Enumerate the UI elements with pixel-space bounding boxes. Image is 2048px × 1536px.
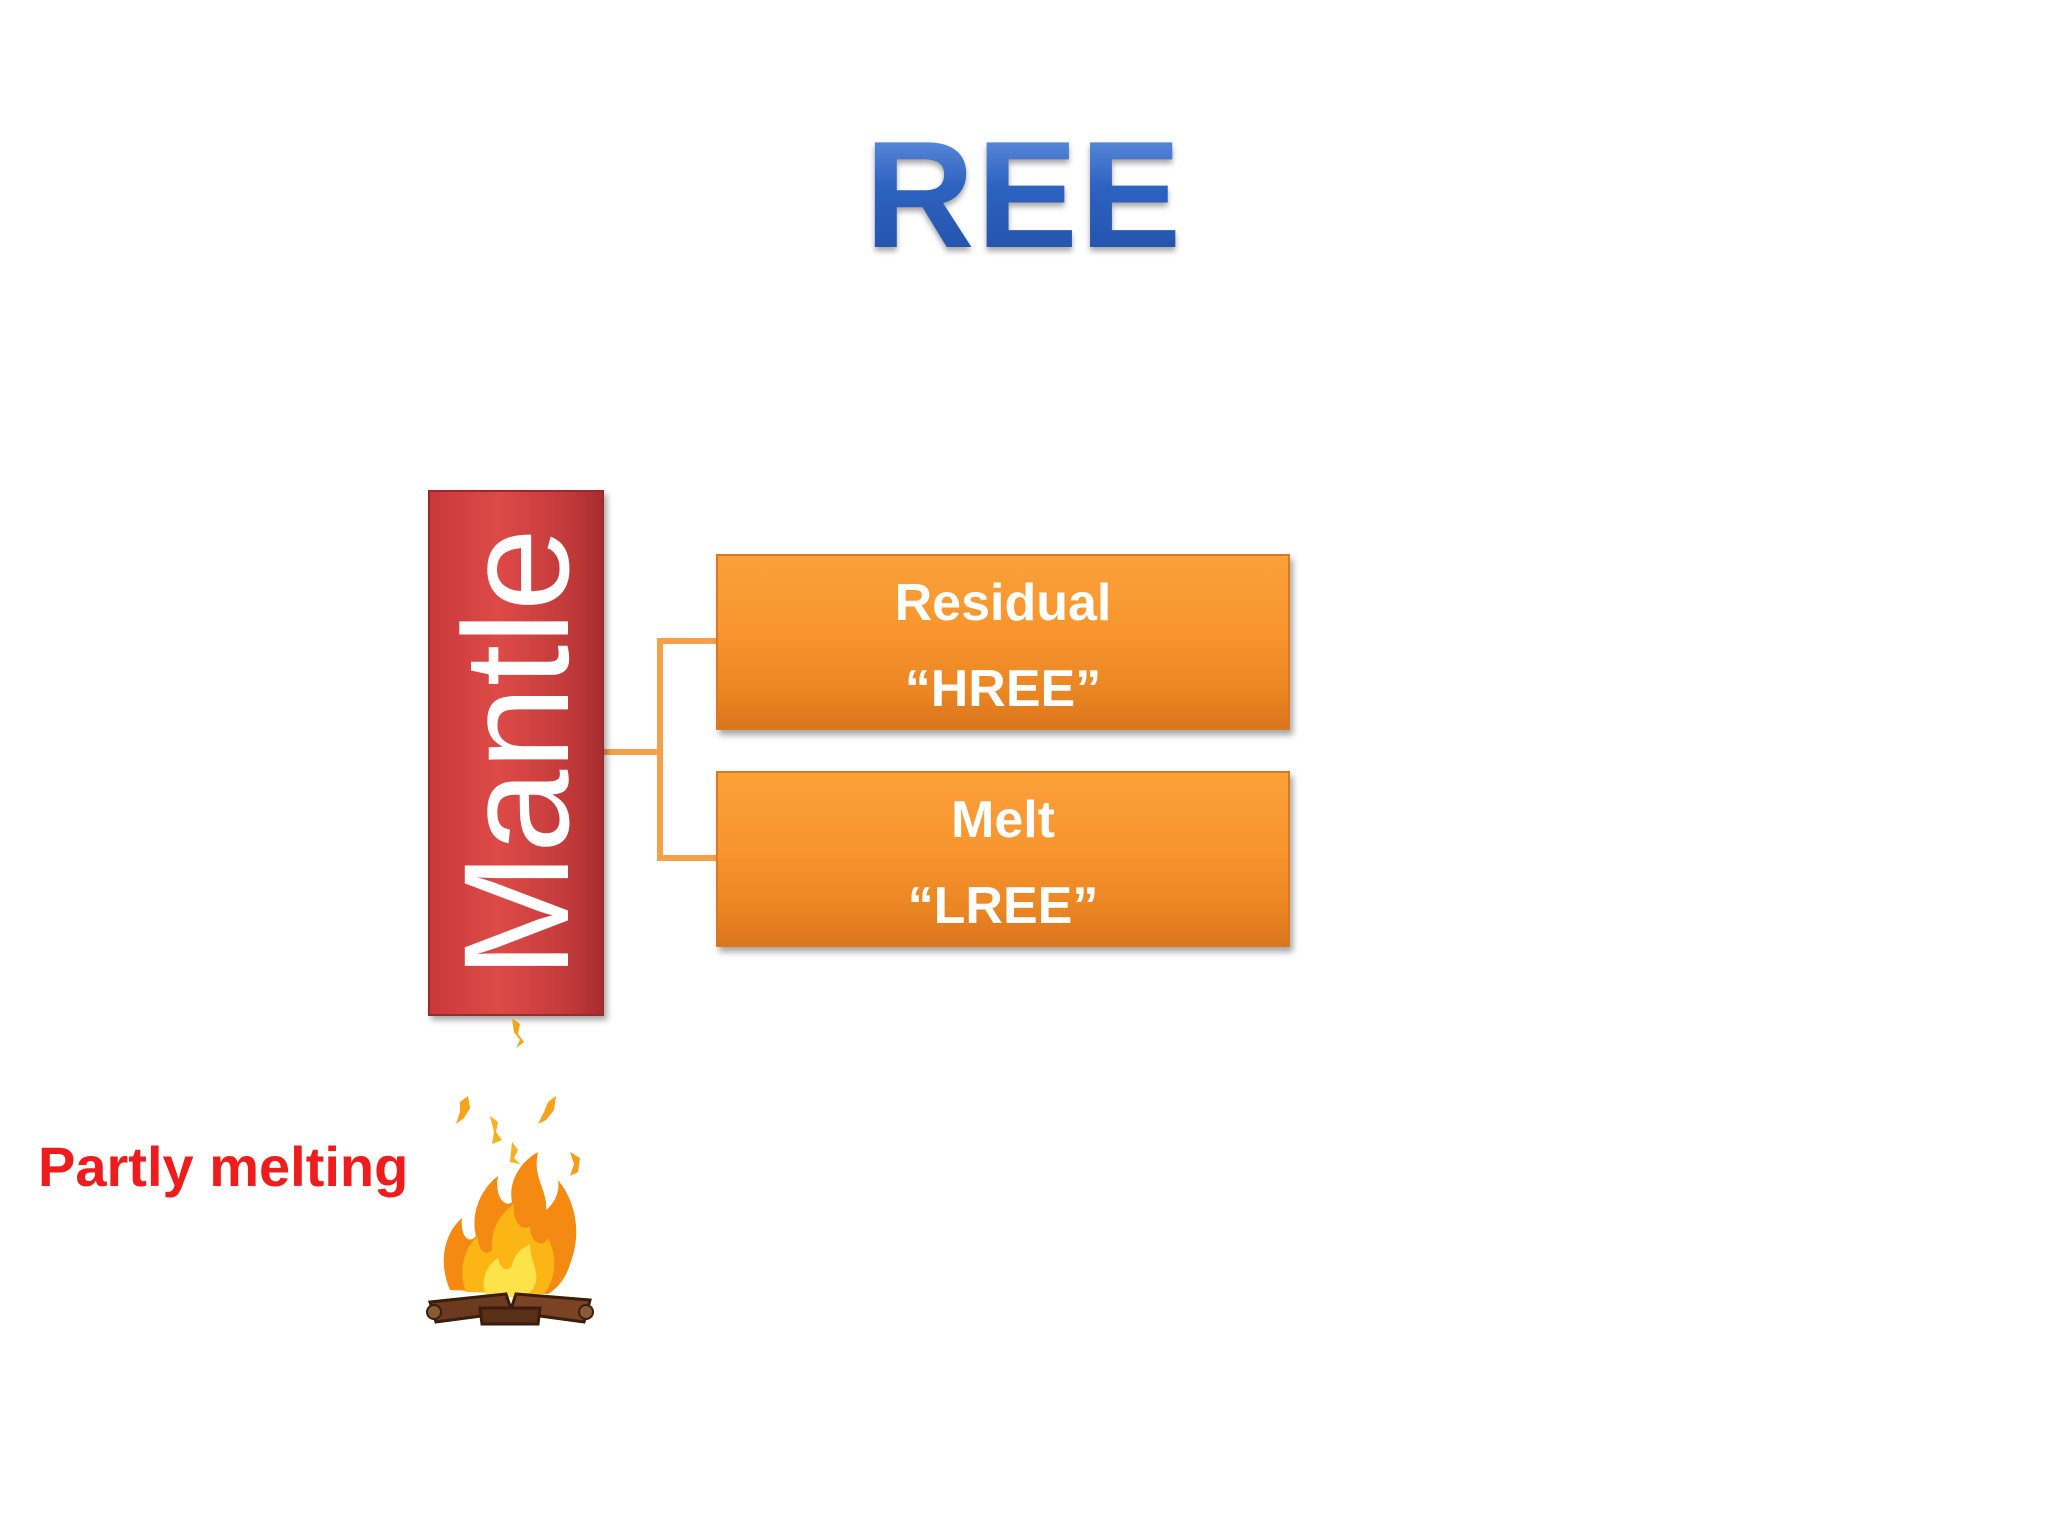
- melt-label: Melt: [951, 791, 1055, 849]
- spark-icon: [490, 1116, 502, 1144]
- mantle-node: Mantle: [428, 490, 604, 1016]
- residual-node: Residual “HREE”: [716, 554, 1290, 730]
- spark-icon: [570, 1152, 580, 1176]
- log-end: [426, 1304, 442, 1320]
- campfire-icon: [426, 1018, 594, 1326]
- lree-label: “LREE”: [907, 877, 1099, 935]
- mantle-label: Mantle: [432, 527, 600, 979]
- connector-line-residual: [600, 638, 716, 755]
- flame-inner: [483, 1244, 537, 1298]
- log-center: [478, 1306, 542, 1326]
- connector-line-melt: [657, 752, 716, 861]
- melt-node: Melt “LREE”: [716, 771, 1290, 947]
- spark-icon: [456, 1096, 470, 1124]
- residual-label: Residual: [894, 574, 1112, 632]
- hree-label: “HREE”: [904, 660, 1102, 718]
- spark-icon: [512, 1018, 524, 1048]
- partly-melting-label: Partly melting: [38, 1135, 409, 1198]
- spark-icon: [510, 1142, 520, 1164]
- slide-title: REE: [724, 110, 1324, 280]
- log-end: [578, 1304, 594, 1320]
- spark-icon: [538, 1096, 556, 1124]
